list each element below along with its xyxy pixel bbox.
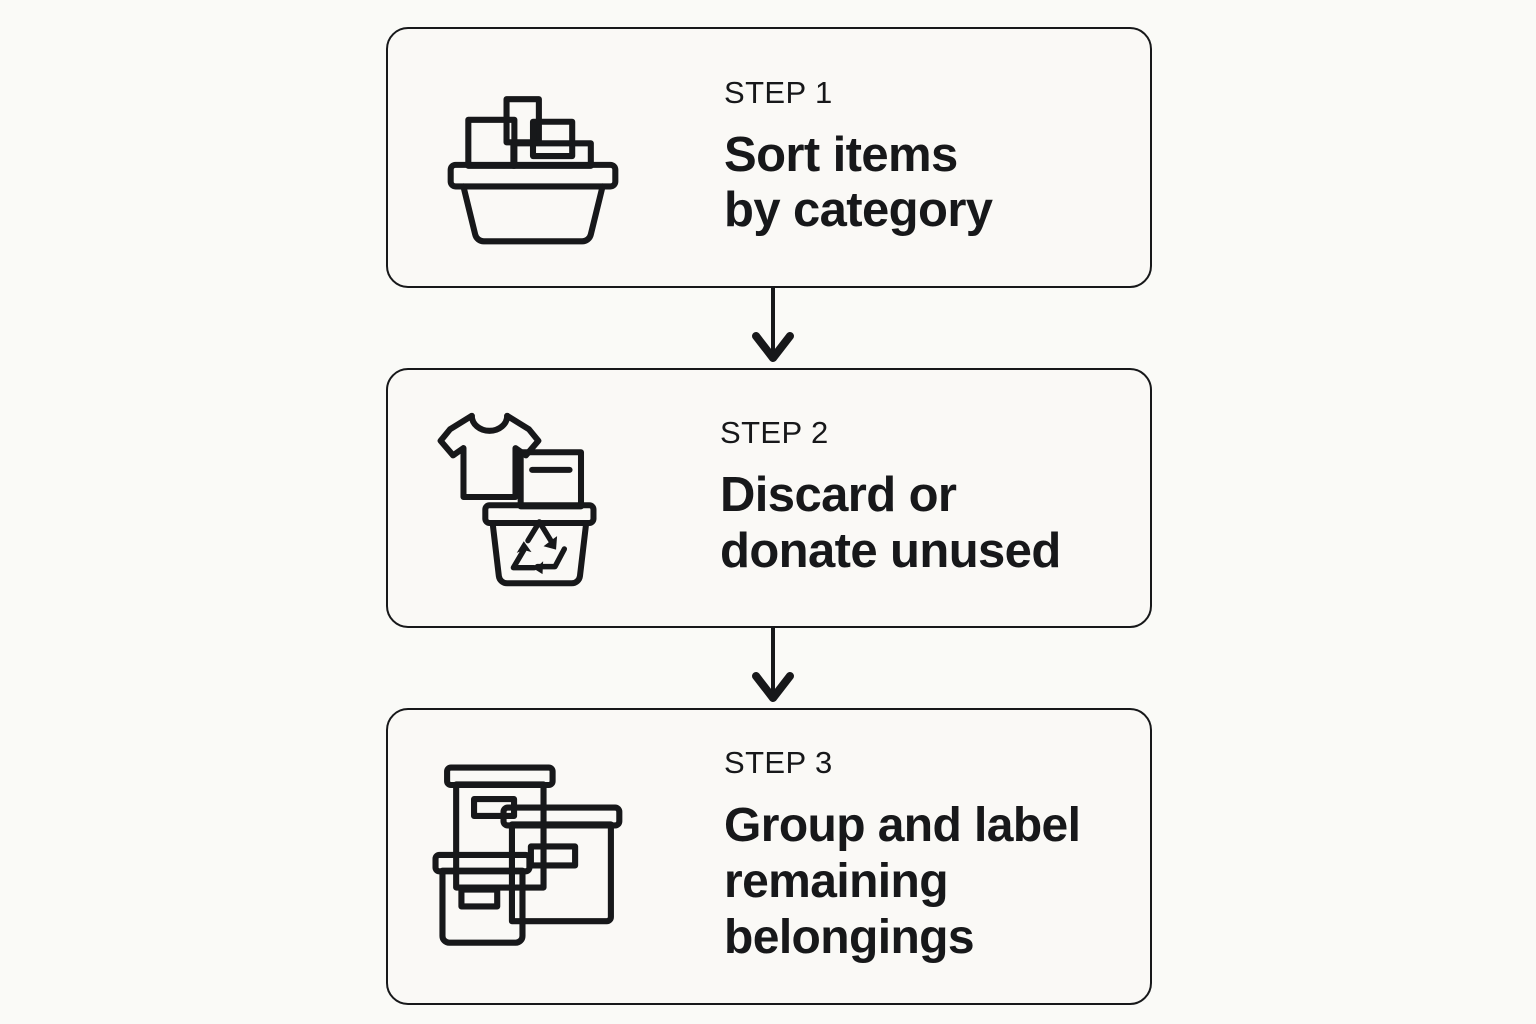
step-card-3[interactable]: STEP 3 Group and label remaining belongi… xyxy=(386,708,1152,1005)
step-title-3: Group and label remaining belongings xyxy=(724,799,1081,964)
step-text-block-2: STEP 2 Discard or donate unused xyxy=(664,417,1150,579)
connector-arrow-2 xyxy=(738,626,808,710)
basket-with-boxes-icon xyxy=(388,60,668,256)
step-text-block-1: STEP 1 Sort items by category xyxy=(668,77,1150,239)
step-title-1: Sort items by category xyxy=(724,127,993,237)
tshirt-box-recycle-bin-icon xyxy=(388,394,664,602)
connector-arrow-1 xyxy=(738,286,808,370)
step-text-block-3: STEP 3 Group and label remaining belongi… xyxy=(668,747,1150,965)
step-title-2: Discard or donate unused xyxy=(720,468,1061,578)
step-card-1[interactable]: STEP 1 Sort items by category xyxy=(386,27,1152,288)
step-eyebrow-3: STEP 3 xyxy=(724,745,833,781)
step-eyebrow-2: STEP 2 xyxy=(720,415,829,451)
step-eyebrow-1: STEP 1 xyxy=(724,74,833,110)
arrow-head-icon xyxy=(752,332,794,362)
labeled-storage-boxes-icon xyxy=(388,757,668,957)
step-card-2[interactable]: STEP 2 Discard or donate unused xyxy=(386,368,1152,628)
arrow-head-icon xyxy=(752,672,794,702)
